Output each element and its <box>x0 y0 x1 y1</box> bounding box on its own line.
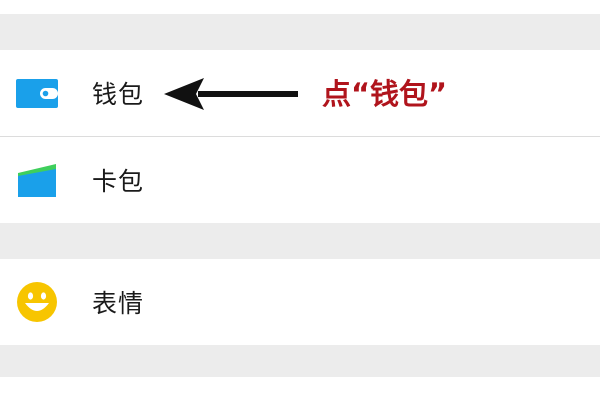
annotation-label: 点“钱包” <box>322 77 448 111</box>
section-gap-middle <box>0 223 600 259</box>
smiley-icon <box>16 281 58 323</box>
wallet-icon <box>16 72 58 114</box>
row-divider <box>0 136 600 137</box>
bottom-spacer <box>0 377 600 400</box>
annotation-arrow-icon <box>164 76 300 112</box>
top-spacer <box>0 0 600 14</box>
section-gap-top <box>0 14 600 50</box>
menu-item-label: 钱包 <box>92 80 145 109</box>
menu-item-stickers[interactable]: 表情 <box>0 259 600 345</box>
card-package-icon <box>16 159 58 201</box>
menu-item-wallet[interactable]: 钱包 <box>0 50 600 136</box>
menu-item-label: 卡包 <box>92 167 145 196</box>
section-gap-bottom <box>0 345 600 377</box>
menu-item-card-package[interactable]: 卡包 <box>0 137 600 223</box>
menu-item-label: 表情 <box>92 289 145 318</box>
